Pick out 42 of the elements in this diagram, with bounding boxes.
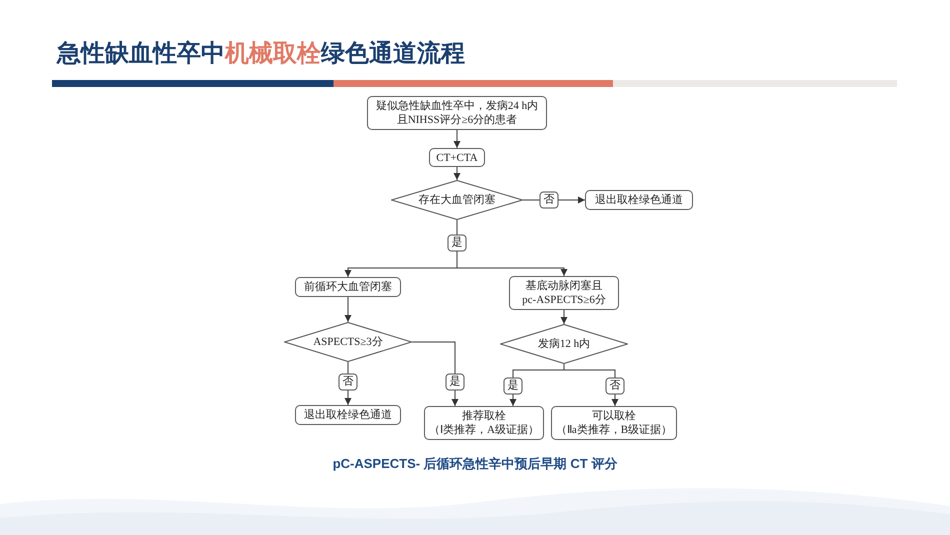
process-box — [585, 190, 693, 210]
process-box — [429, 148, 485, 167]
decision-diamond — [500, 324, 628, 364]
flow-arrow — [454, 130, 460, 148]
decision-text: ASPECTS≥3分 — [313, 335, 383, 349]
flow-arrow — [564, 370, 618, 406]
step-text: 退出取栓绿色通道 — [595, 193, 683, 207]
flow-arrow — [454, 166, 460, 180]
flow-arrow — [344, 268, 458, 278]
flow-arrow — [560, 310, 568, 324]
step-text: 可以取栓 — [592, 409, 636, 423]
process-box — [509, 276, 619, 310]
step-text: 前循环大血管闭塞 — [304, 280, 392, 294]
decision-text: 发病12 h内 — [538, 337, 590, 351]
process-box — [551, 406, 677, 440]
process-box — [424, 406, 544, 440]
step-text: 推荐取栓 — [462, 409, 506, 423]
decision-text: 存在大血管闭塞 — [418, 193, 496, 207]
decision-diamond — [284, 322, 412, 362]
step-subtext: （Ⅰ类推荐，A级证据） — [429, 423, 539, 437]
step-text: 基底动脉闭塞且pc-ASPECTS≥6分 — [521, 279, 607, 307]
edge-label: 否 — [338, 374, 358, 390]
edge-label: 是 — [446, 374, 464, 390]
slide-title: 急性缺血性卒中机械取栓绿色通道流程 — [57, 39, 465, 69]
edge-label: 否 — [540, 192, 558, 208]
flow-arrow — [510, 370, 564, 406]
process-box — [295, 405, 401, 425]
edge-label: 是 — [504, 378, 522, 394]
edge-label: 是 — [448, 234, 466, 252]
decision-diamond — [391, 180, 523, 220]
figure-caption: pC-ASPECTS- 后循环急性辛中预后早期 CT 评分 — [332, 455, 618, 473]
flow-arrow — [412, 342, 458, 406]
flow-arrow — [344, 296, 352, 322]
step-text: 退出取栓绿色通道 — [304, 408, 392, 422]
step-text: CT+CTA — [436, 150, 478, 164]
step-subtext: （Ⅱa类推荐，B级证据） — [556, 423, 672, 437]
flow-arrow — [456, 268, 568, 276]
edge-label: 否 — [606, 378, 624, 394]
flow-arrow — [522, 196, 586, 204]
step-text: 疑似急性缺血性卒中，发病24 h内且NIHSS评分≥6分的患者 — [374, 99, 540, 127]
process-box — [367, 96, 547, 130]
process-box — [295, 277, 401, 297]
